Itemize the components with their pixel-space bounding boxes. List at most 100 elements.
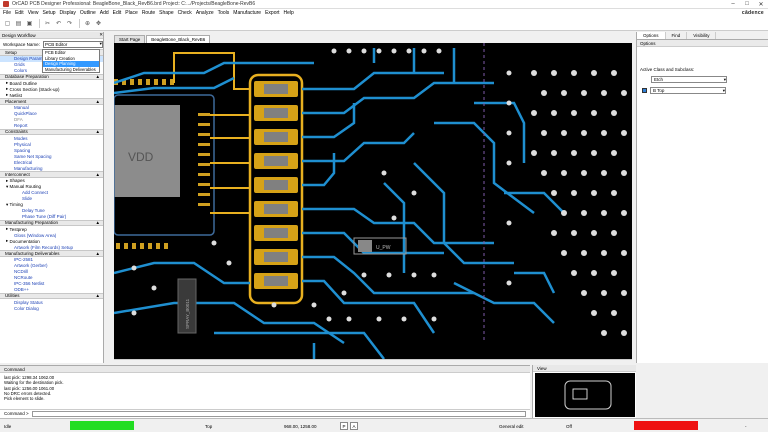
pcb-canvas[interactable]: VDD [114,43,632,359]
item-cross-section[interactable]: ▸ Cross Section (Stack-up) [6,86,60,92]
save-icon[interactable]: ▣ [26,21,33,27]
redo-icon[interactable]: ↷ [66,21,73,27]
menu-view[interactable]: View [27,10,39,16]
a-button[interactable]: A [350,422,358,430]
item-delay-tune[interactable]: Delay Tune [22,208,45,213]
item-report[interactable]: Report [14,123,28,128]
arrow-icon: ▸ [6,92,10,97]
menu-manufacture[interactable]: Manufacture [233,10,262,16]
section-placement[interactable]: Placement▲ [0,98,103,105]
item-ncroute[interactable]: NCRoute [14,275,33,280]
tab-start-page[interactable]: Start Page [114,35,146,43]
workspace-dropdown: PCB Editor Library Creation Design Plann… [42,49,100,73]
zoom-icon[interactable]: ⊕ [84,21,91,27]
small-part-outline [353,237,407,255]
chip-pads [114,79,210,249]
item-manual-routing[interactable]: ▾ Manual Routing [6,183,42,190]
item-netlist[interactable]: ▸ Netlist [6,92,23,98]
menu-help[interactable]: Help [283,10,294,16]
section-database-preparation[interactable]: Database Preparation▲ [0,73,103,80]
item-add-connect[interactable]: Add Connect [22,190,49,195]
item-same-net-spacing[interactable]: Same Net Spacing [14,153,52,159]
item-manufacturing[interactable]: Manufacturing [14,165,43,171]
rotated-part-label: SPRAY_B0011 [185,298,190,329]
menu-route[interactable]: Route [141,10,156,16]
section-utilities[interactable]: Utilities▲ [0,292,103,299]
close-icon[interactable]: ✕ [99,32,103,37]
menu-tools[interactable]: Tools [217,10,230,16]
menu-shape[interactable]: Shape [159,10,174,16]
status-coords: 968.00, 1258.00 [284,423,317,429]
minimize-button[interactable]: – [731,1,735,7]
new-file-icon[interactable]: ▢ [4,21,11,27]
command-input[interactable] [31,410,526,417]
item-testprep[interactable]: ▸ Testprep [6,226,27,232]
item-electrical[interactable]: Electrical [14,159,33,165]
menu-setup[interactable]: Setup [42,10,56,16]
move-icon[interactable]: ✥ [95,21,102,27]
menu-outline[interactable]: Outline [79,10,96,16]
item-grids[interactable]: Grids [14,62,25,67]
tab-find[interactable]: Find [666,32,688,39]
item-artwork-setup[interactable]: Artwork (Film Records) Setup [14,244,74,250]
open-folder-icon[interactable]: ▤ [15,21,22,27]
section-manufacturing-deliverables[interactable]: Manufacturing Deliverables▲ [0,250,103,257]
horizontal-scrollbar[interactable] [114,359,632,365]
class-select[interactable]: Etch ▾ [651,76,727,83]
dropdown-option-design-planning[interactable]: Design Planning [43,61,99,67]
item-manual[interactable]: Manual [14,105,29,110]
item-ipc-2581[interactable]: IPC-2581 [14,257,34,262]
view-header: View [533,365,636,372]
dropdown-option-pcb-editor[interactable]: PCB Editor [45,50,66,55]
item-colors[interactable]: Colors [14,68,28,73]
item-board-outline[interactable]: ▸ Board Outline [6,80,38,86]
item-slide[interactable]: Slide [22,196,33,201]
menu-edit[interactable]: Edit [15,10,24,16]
menu-export[interactable]: Export [265,10,280,16]
item-documentation[interactable]: ▸ Documentation [6,238,40,244]
subclass-color-swatch[interactable] [642,88,647,93]
item-physical[interactable]: Physical [14,141,31,147]
item-color-dialog[interactable]: Color Dialog [14,305,39,311]
tab-options[interactable]: Options [637,32,666,39]
item-ncdrill[interactable]: NCDrill [14,269,29,274]
p-button[interactable]: P [340,422,348,430]
section-interconnect[interactable]: Interconnect▲ [0,171,103,178]
item-timing[interactable]: ▾ Timing [6,201,23,208]
item-ipc-356[interactable]: IPC-356 Netlist [14,281,45,286]
item-shapes[interactable]: ▸ Shapes [6,177,25,184]
item-quickplace[interactable]: QuickPlace [14,111,37,116]
item-phase-tune[interactable]: Phase Tune (Diff Pair) [22,214,67,219]
item-modes[interactable]: Modes [14,135,28,141]
section-constraints[interactable]: Constraints▲ [0,128,103,135]
log-line: Pick element to slide. [4,396,45,402]
menu-place[interactable]: Place [125,10,138,16]
item-display-status[interactable]: Display Status [14,299,43,305]
tab-board[interactable]: BeagleBone_Black_RevB6 [146,35,211,43]
close-button[interactable]: ✕ [758,1,764,8]
options-panel: Options Find Visibility Options Active C… [636,32,768,363]
section-manufacturing-preparation[interactable]: Manufacturing Preparation▲ [0,219,103,226]
arrow-icon: ▸ [6,86,10,91]
subclass-select[interactable]: B Top ▾ [650,87,726,94]
dropdown-option-library-creation[interactable]: Library Creation [45,55,75,61]
undo-icon[interactable]: ↶ [55,21,62,27]
view-minimap[interactable] [535,373,635,417]
item-spacing[interactable]: Spacing [14,147,31,153]
menu-display[interactable]: Display [59,10,76,16]
item-gloss[interactable]: Gloss (Window Area) [14,232,57,238]
menu-analyze[interactable]: Analyze [195,10,214,16]
menu-edit-2[interactable]: Edit [112,10,122,16]
item-artwork-gerber[interactable]: Artwork (Gerber) [14,263,48,268]
signal-traces [114,48,565,359]
dropdown-option-manufacturing-deliverables[interactable]: Manufacturing Deliverables [45,66,96,72]
item-dfa[interactable]: DFA [14,117,23,122]
maximize-button[interactable]: □ [745,1,749,7]
menu-file[interactable]: File [3,10,12,16]
tab-visibility[interactable]: Visibility [687,32,717,39]
cut-icon[interactable]: ✂ [44,21,51,27]
menu-add[interactable]: Add [99,10,109,16]
item-odb[interactable]: ODB++ [14,287,30,292]
workspace-select[interactable]: PCB Editor ▾ [42,40,103,48]
menu-check[interactable]: Check [177,10,192,16]
